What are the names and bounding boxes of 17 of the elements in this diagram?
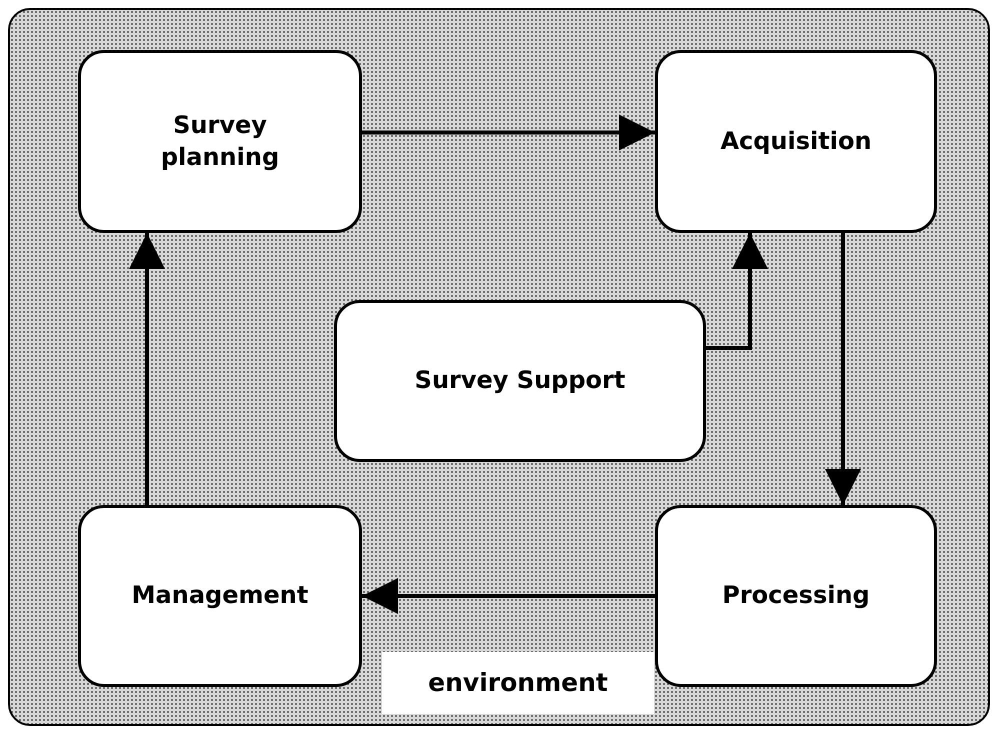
arrow	[825, 233, 861, 505]
process-box	[78, 505, 362, 687]
box-label: Survey planning	[160, 110, 280, 172]
region-label: environment	[428, 666, 608, 699]
arrow	[362, 578, 655, 614]
process-box	[334, 300, 706, 462]
box-label: Processing	[722, 580, 870, 612]
box-label: Management	[132, 580, 308, 612]
process-box	[78, 50, 362, 233]
arrow	[706, 233, 768, 350]
box-label: Acquisition	[720, 126, 872, 157]
environment-frame	[8, 8, 990, 726]
process-box	[655, 505, 937, 687]
process-box	[655, 50, 937, 233]
box-label: Survey Support	[414, 365, 626, 396]
arrow	[362, 114, 655, 150]
arrow	[129, 233, 165, 505]
